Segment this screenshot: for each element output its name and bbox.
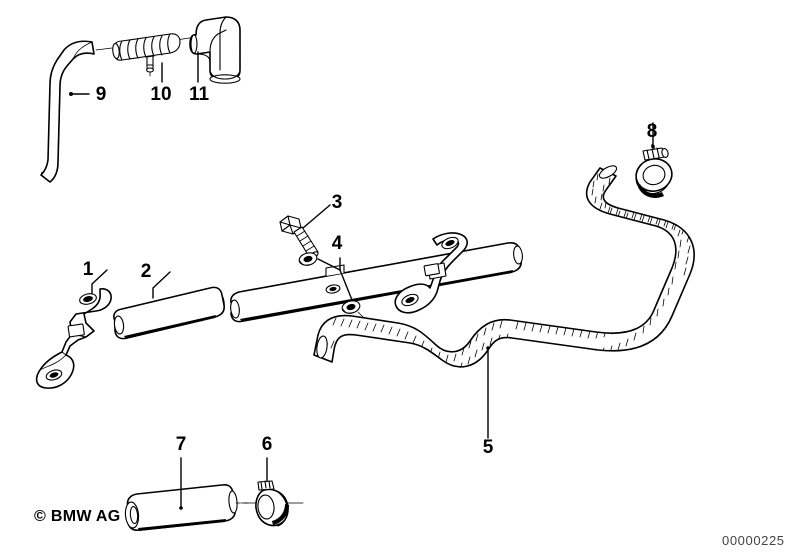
leader-9-dot (69, 92, 73, 96)
leader-4-lower (339, 269, 353, 301)
part-8-hose-clamp (635, 147, 673, 198)
callout-label-4: 4 (332, 233, 343, 254)
callout-leader-1 (91, 269, 108, 294)
callout-leader-8 (651, 122, 655, 149)
callout-label-1: 1 (83, 259, 94, 280)
part-2-pipe-sleeve (113, 286, 225, 340)
part-4-washers (298, 252, 361, 314)
part-center-rail-assembly (230, 232, 523, 323)
part-9-bent-hose (40, 40, 95, 183)
callout-label-10: 10 (150, 84, 171, 105)
callout-label-6: 6 (262, 434, 273, 455)
callout-leader-7 (179, 457, 183, 510)
callout-leaders-top (69, 51, 199, 96)
part-6-hose-clamp-small (235, 480, 304, 527)
callout-label-2: 2 (141, 261, 152, 282)
leader-2 (152, 271, 171, 299)
part-10-corrugated-valve (95, 33, 197, 77)
leader-1 (91, 269, 108, 294)
callout-leader-2 (152, 271, 171, 299)
callout-leader-3 (302, 204, 331, 229)
callout-numbers: 1 2 3 4 5 6 7 8 9 10 11 (83, 84, 658, 458)
callout-label-3: 3 (332, 192, 343, 213)
washer-upper (298, 252, 318, 266)
leader-4-upper (317, 258, 341, 271)
leader-5-dot (486, 346, 490, 350)
callout-label-11: 11 (189, 84, 210, 105)
callout-label-7: 7 (176, 434, 187, 455)
copyright-notice: © BMW AG (34, 508, 121, 525)
callout-label-5: 5 (483, 437, 494, 458)
callout-leader-5 (486, 346, 490, 439)
callout-label-9: 9 (96, 84, 107, 105)
washer-lower (341, 300, 361, 314)
part-1-mounting-bracket (35, 288, 112, 389)
leader-3 (302, 204, 331, 229)
callout-label-8: 8 (647, 121, 658, 142)
leader-7-dot (179, 506, 183, 510)
sheet-number: 00000225 (722, 533, 785, 548)
part-11-elbow-connector (189, 16, 241, 84)
